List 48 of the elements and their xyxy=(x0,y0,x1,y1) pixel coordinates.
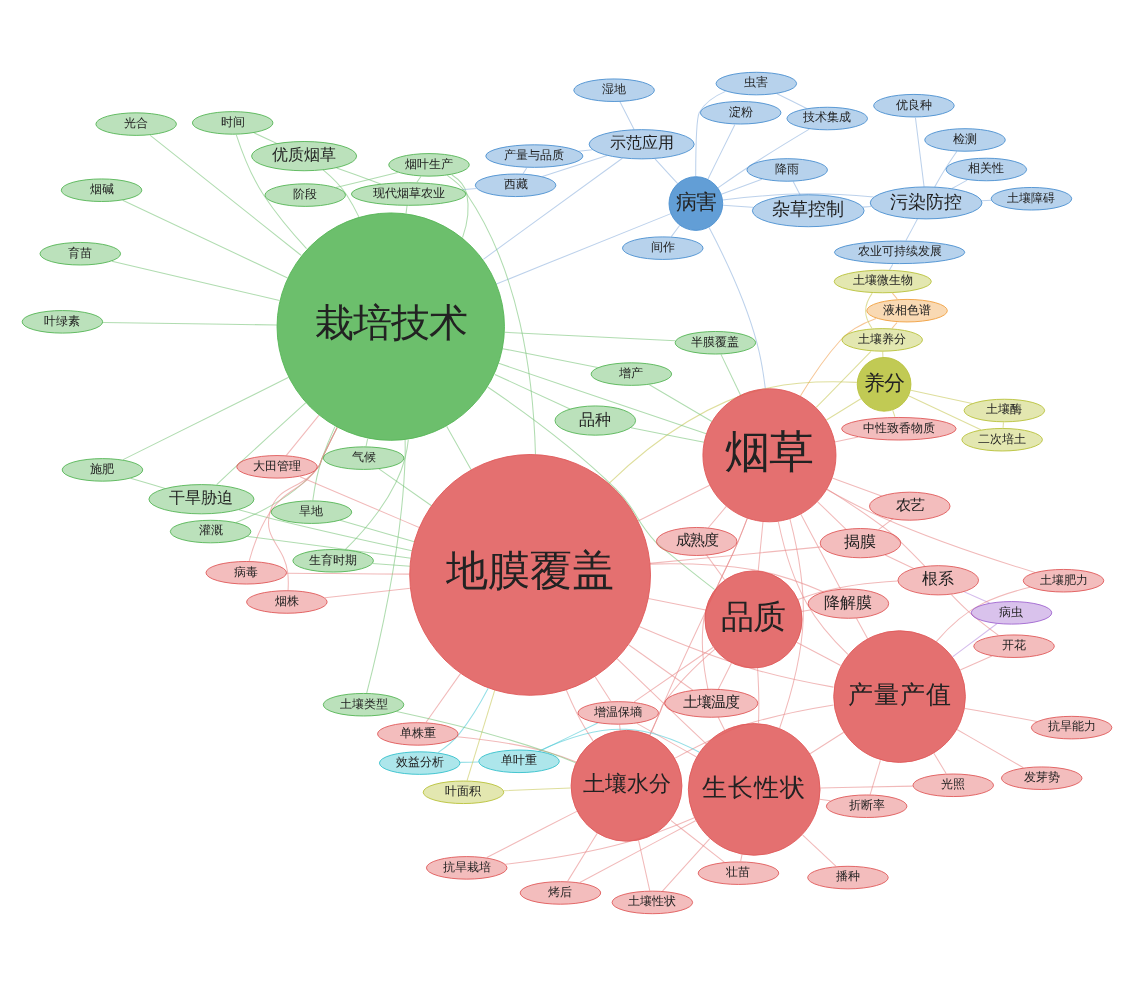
connector xyxy=(888,262,894,270)
node-circle: 产量产值 xyxy=(833,629,966,762)
node-circle: 栽培技术 xyxy=(276,211,505,440)
node-circle: 土壤水分 xyxy=(570,728,683,841)
connector xyxy=(740,853,743,861)
connector xyxy=(951,178,968,189)
connector xyxy=(461,187,477,190)
node-ellipse: 优质烟草 xyxy=(251,140,358,171)
connector xyxy=(826,487,926,566)
node-circle: 病害 xyxy=(668,175,724,230)
connector xyxy=(522,166,528,174)
connector xyxy=(862,205,872,207)
node-ellipse: 揭膜 xyxy=(819,527,902,558)
connector xyxy=(891,321,898,328)
node-ellipse: 干旱胁迫 xyxy=(148,483,255,514)
connector xyxy=(717,715,726,730)
node-ellipse: 根系 xyxy=(897,564,979,595)
connector xyxy=(405,204,408,214)
node-circle: 养分 xyxy=(856,356,912,411)
connector xyxy=(891,291,898,299)
node-ellipse: 土壤温度 xyxy=(664,687,759,717)
node-ellipse: 污染防控 xyxy=(869,185,983,219)
connector xyxy=(801,608,812,611)
connector xyxy=(892,408,896,417)
connector xyxy=(882,350,884,357)
node-ellipse: 成熟度 xyxy=(656,526,738,555)
node-circle: 生长性状 xyxy=(687,722,821,855)
connector xyxy=(616,657,707,744)
node-circle: 烟草 xyxy=(702,387,837,522)
connector xyxy=(935,585,1031,642)
node-ellipse: 示范应用 xyxy=(588,128,695,159)
node-circle: 品质 xyxy=(704,569,803,668)
node-ellipse: 农艺 xyxy=(869,490,951,520)
node-ellipse: 杂草控制 xyxy=(751,193,865,227)
connector xyxy=(482,156,623,259)
connector xyxy=(792,180,801,195)
node-ellipse: 降解膜 xyxy=(807,587,890,618)
connector xyxy=(619,723,621,731)
connector xyxy=(1002,420,1004,428)
connector xyxy=(819,797,831,801)
node-ellipse: 品种 xyxy=(554,404,636,435)
connector xyxy=(416,174,422,182)
connector xyxy=(777,520,849,654)
connector xyxy=(578,148,593,151)
connector xyxy=(365,437,369,446)
connector xyxy=(981,198,992,201)
connector xyxy=(670,223,681,237)
node-circle: 地膜覆盖 xyxy=(409,453,651,695)
